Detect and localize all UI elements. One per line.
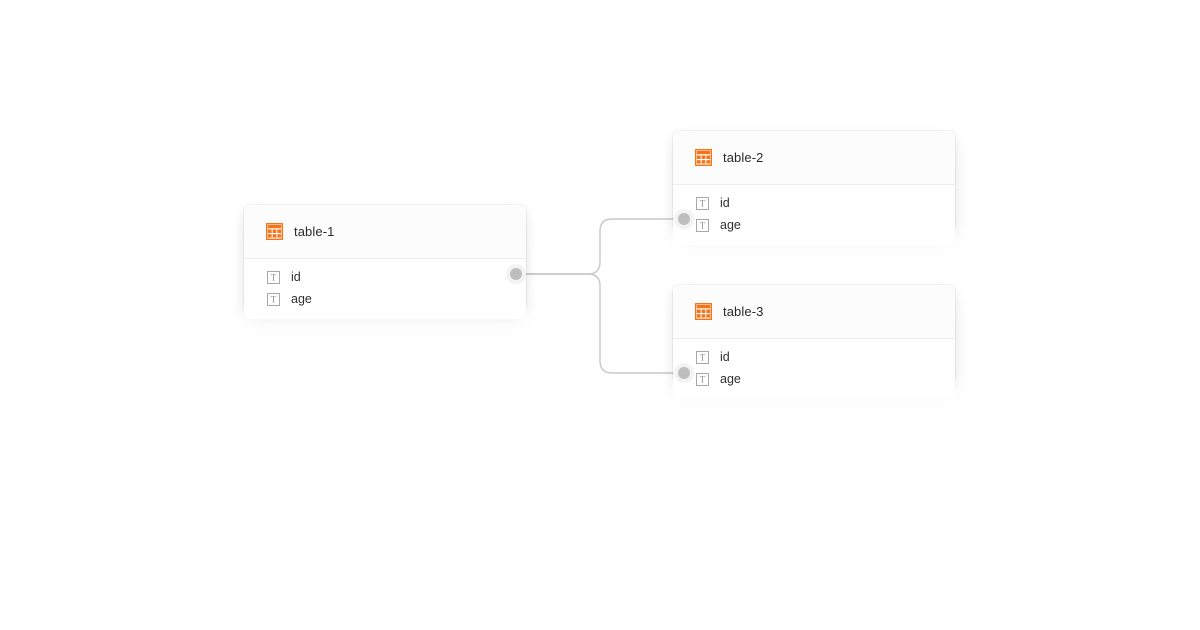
svg-text:T: T	[700, 374, 706, 384]
svg-text:T: T	[271, 294, 277, 304]
field-label: id	[720, 350, 730, 364]
node-header[interactable]: table-1	[244, 205, 526, 259]
field-row[interactable]: T age	[244, 288, 526, 310]
node-header[interactable]: table-3	[673, 285, 955, 339]
node-table-2[interactable]: table-2 T id T age	[673, 131, 955, 245]
field-row[interactable]: T age	[673, 214, 955, 236]
field-label: age	[720, 218, 741, 232]
field-label: id	[720, 196, 730, 210]
field-row[interactable]: T id	[673, 346, 955, 368]
text-field-icon: T	[696, 196, 709, 210]
text-field-icon: T	[267, 292, 280, 306]
svg-text:T: T	[700, 198, 706, 208]
node-fields: T id T age	[673, 185, 955, 245]
field-row[interactable]: T id	[673, 192, 955, 214]
text-field-icon: T	[696, 350, 709, 364]
svg-text:T: T	[271, 272, 277, 282]
field-label: age	[291, 292, 312, 306]
table-icon	[695, 303, 712, 320]
edge-table-1-table-3[interactable]	[521, 273, 679, 374]
text-field-icon: T	[267, 270, 280, 284]
field-row[interactable]: T id	[244, 266, 526, 288]
edge-table-1-table-2[interactable]	[521, 218, 679, 275]
node-table-3[interactable]: table-3 T id T age	[673, 285, 955, 399]
svg-text:T: T	[700, 352, 706, 362]
node-header[interactable]: table-2	[673, 131, 955, 185]
text-field-icon: T	[696, 372, 709, 386]
field-label: id	[291, 270, 301, 284]
field-label: age	[720, 372, 741, 386]
text-field-icon: T	[696, 218, 709, 232]
node-fields: T id T age	[673, 339, 955, 399]
table-icon	[266, 223, 283, 240]
port-table-3-left[interactable]	[678, 367, 690, 379]
node-title: table-3	[723, 304, 764, 319]
node-title: table-2	[723, 150, 764, 165]
node-fields: T id T age	[244, 259, 526, 319]
port-table-1-right[interactable]	[510, 268, 522, 280]
node-title: table-1	[294, 224, 335, 239]
node-table-1[interactable]: table-1 T id T age	[244, 205, 526, 319]
svg-text:T: T	[700, 220, 706, 230]
table-icon	[695, 149, 712, 166]
port-table-2-left[interactable]	[678, 213, 690, 225]
field-row[interactable]: T age	[673, 368, 955, 390]
